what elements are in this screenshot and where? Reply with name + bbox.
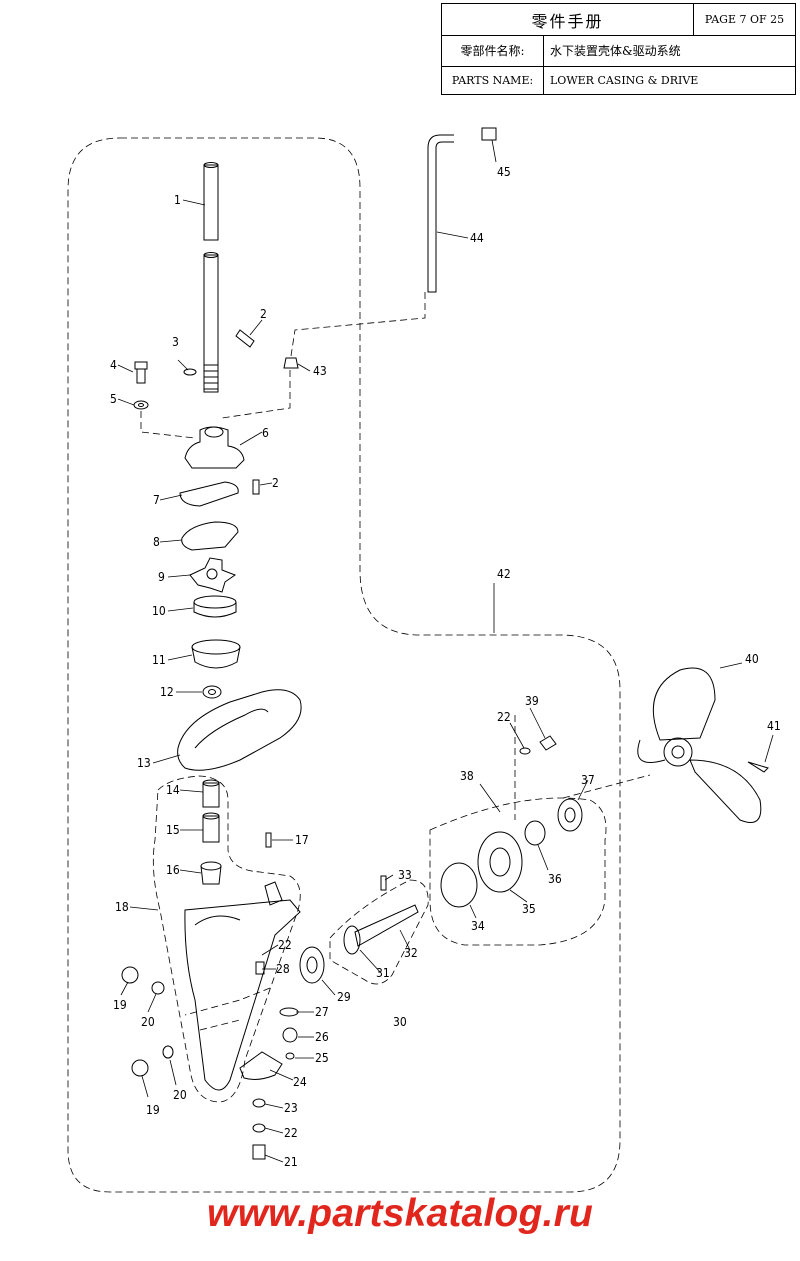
assembly-boundary — [67, 137, 621, 1193]
callout: 10 — [152, 604, 166, 618]
callout: 39 — [525, 694, 539, 708]
shaft-group — [329, 879, 429, 985]
drive-shaft-upper — [203, 164, 219, 241]
page-number: PAGE 7 OF 25 — [704, 13, 785, 26]
wear-plate — [179, 481, 239, 507]
callout: 29 — [337, 990, 351, 1004]
callout: 44 — [470, 231, 484, 245]
callout: 4 — [110, 358, 117, 372]
callout: 2 — [260, 307, 267, 321]
callout: 31 — [376, 966, 390, 980]
callout: 8 — [153, 535, 160, 549]
callout: 30 — [393, 1015, 407, 1029]
callout: 40 — [745, 652, 759, 666]
cover-group — [429, 797, 607, 946]
part-name-cn: 水下装置壳体&驱动系统 — [550, 44, 681, 58]
callout: 16 — [166, 863, 180, 877]
callout: 21 — [284, 1155, 298, 1169]
manual-title: 零件手册 — [442, 4, 694, 35]
callout: 33 — [398, 868, 412, 882]
callout: 12 — [160, 685, 174, 699]
callout: 20 — [173, 1088, 187, 1102]
watermark-text: www.partskatalog.ru — [207, 1192, 593, 1235]
callout: 41 — [767, 719, 781, 733]
callout: 22 — [278, 938, 292, 952]
callout: 15 — [166, 823, 180, 837]
pin — [235, 329, 255, 348]
callout: 35 — [522, 902, 536, 916]
callout: 26 — [315, 1030, 329, 1044]
gasket-plate — [181, 521, 239, 551]
propeller — [652, 667, 716, 741]
callout: 32 — [404, 946, 418, 960]
drive-shaft-lower — [203, 254, 219, 393]
callout: 34 — [471, 919, 485, 933]
title-block: 零件手册 PAGE 7 OF 25 零部件名称: 水下装置壳体&驱动系统 PAR… — [441, 3, 796, 95]
callout: 11 — [152, 653, 166, 667]
callout: 20 — [141, 1015, 155, 1029]
callout: 22 — [497, 710, 511, 724]
callout: 14 — [166, 783, 180, 797]
callout-labels: 1 2 3 4 5 6 2 7 8 9 10 11 12 13 14 15 16… — [110, 165, 781, 1169]
callout: 9 — [158, 570, 165, 584]
pump-housing — [184, 426, 245, 469]
callout: 37 — [581, 773, 595, 787]
callout: 22 — [284, 1126, 298, 1140]
impeller — [189, 557, 237, 593]
callout: 36 — [548, 872, 562, 886]
callout: 24 — [293, 1075, 307, 1089]
callout: 5 — [110, 392, 117, 406]
lower-casing — [184, 899, 301, 1091]
water-tube — [427, 134, 454, 293]
callout: 23 — [284, 1101, 298, 1115]
callout: 25 — [315, 1051, 329, 1065]
part-name-label-cn: 零部件名称: — [442, 35, 544, 66]
callout: 13 — [137, 756, 151, 770]
callout: 18 — [115, 900, 129, 914]
callout: 3 — [172, 335, 179, 349]
callout: 6 — [262, 426, 269, 440]
water-grommet — [177, 689, 302, 771]
callout: 2 — [272, 476, 279, 490]
callout: 42 — [497, 567, 511, 581]
callout: 1 — [174, 193, 181, 207]
part-name-label-en: PARTS NAME: — [442, 66, 544, 94]
callout: 28 — [276, 962, 290, 976]
callout: 43 — [313, 364, 327, 378]
part-name-en: LOWER CASING & DRIVE — [550, 73, 699, 87]
callout: 7 — [153, 493, 160, 507]
lower-housing-group — [152, 775, 301, 1103]
anode — [239, 1051, 283, 1080]
callout: 17 — [295, 833, 309, 847]
callout: 45 — [497, 165, 511, 179]
callout: 19 — [113, 998, 127, 1012]
callout: 19 — [146, 1103, 160, 1117]
callout: 38 — [460, 769, 474, 783]
callout: 27 — [315, 1005, 329, 1019]
